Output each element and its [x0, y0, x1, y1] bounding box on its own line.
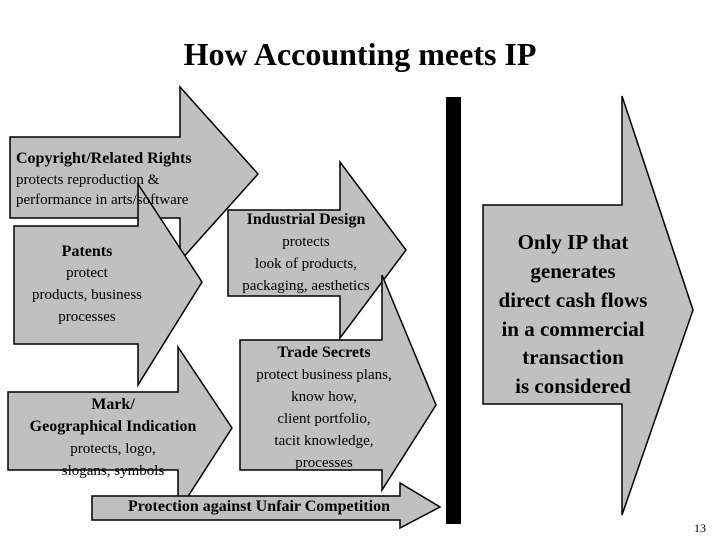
result-line-3: direct cash flows — [498, 288, 648, 312]
industrial-design-line-1: protects — [282, 234, 330, 250]
page-title: How Accounting meets IP — [183, 36, 537, 72]
result-line-5: transaction — [522, 345, 624, 369]
patents-heading: Patents — [61, 243, 113, 260]
trade-secrets-line-4: tacit knowledge, — [274, 433, 374, 449]
trade-secrets-line-3: client portfolio, — [277, 411, 371, 427]
patents-line-3: processes — [58, 309, 116, 325]
vertical-divider — [446, 97, 461, 524]
result-line-2: generates — [530, 259, 616, 283]
patents-arrow — [13, 181, 203, 388]
copyright-line-1: protects reproduction & — [16, 172, 160, 188]
industrial-design-heading: Industrial Design — [246, 211, 366, 228]
trade-secrets-line-5: processes — [295, 455, 353, 471]
trade-secrets-heading: Trade Secrets — [277, 344, 371, 361]
mark-arrow — [7, 344, 233, 515]
patents-line-1: protect — [66, 265, 108, 281]
mark-line-1: protects, logo, — [70, 441, 156, 457]
trade-secrets-arrow — [239, 274, 437, 493]
industrial-design-line-2: look of products, — [254, 256, 358, 272]
trade-secrets-line-1: protect business plans, — [256, 367, 392, 383]
unfair-competition-label: Protection against Unfair Competition — [127, 498, 391, 515]
mark-heading-line-2: Geographical Indication — [29, 418, 197, 435]
industrial-design-arrow — [227, 159, 407, 341]
patents-line-2: products, business — [32, 287, 142, 303]
result-line-1: Only IP that — [517, 230, 629, 254]
result-line-6: is considered — [515, 374, 631, 398]
result-arrow — [482, 95, 694, 516]
trade-secrets-line-2: know how, — [291, 389, 357, 405]
mark-heading-line-1: Mark/ — [91, 396, 135, 413]
copyright-line-2: performance in arts/software — [16, 192, 189, 208]
copyright-arrow — [9, 85, 260, 263]
copyright-heading: Copyright/Related Rights — [16, 150, 192, 167]
result-line-4: in a commercial — [501, 317, 645, 341]
mark-line-2: slogans, symbols — [61, 463, 165, 479]
unfair-competition-arrow — [91, 481, 442, 530]
page-number: 13 — [694, 521, 706, 535]
industrial-design-line-3: packaging, aesthetics — [242, 278, 370, 294]
